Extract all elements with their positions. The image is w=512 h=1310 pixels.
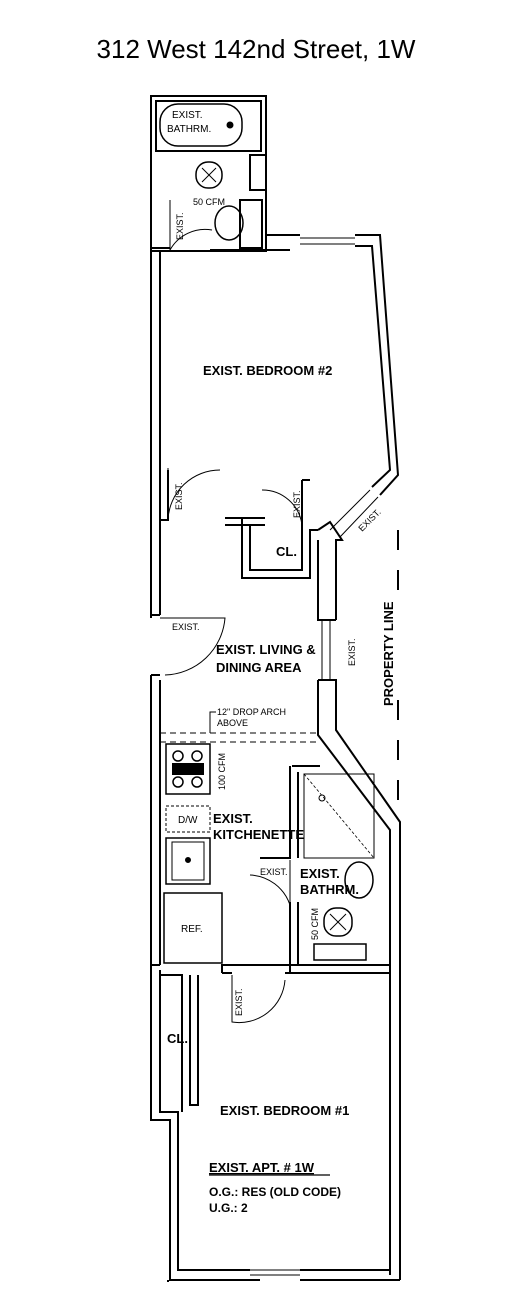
closet-bottom-label: CL.: [167, 1031, 188, 1046]
sink: [165, 837, 211, 885]
bath-top-label-2: BATHRM.: [167, 124, 211, 135]
living-label-2: DINING AREA: [216, 660, 302, 675]
exhaust-fan-top: [195, 161, 223, 189]
wall-top-bath: [150, 95, 267, 252]
exist-window-living-label: EXIST.: [347, 638, 357, 666]
living-label-1: EXIST. LIVING &: [216, 642, 316, 657]
bedroom-2-label: EXIST. BEDROOM #2: [203, 363, 332, 378]
cfm-top-label: 50 CFM: [193, 197, 225, 207]
exist-door-b2-left-label: EXIST.: [174, 482, 184, 510]
bath-2-label-1: EXIST.: [300, 866, 340, 881]
exist-window-bay-label: EXIST.: [356, 507, 383, 534]
kitchenette-label-2: KITCHENETTE: [213, 827, 304, 842]
og-label: O.G.: RES (OLD CODE): [209, 1185, 341, 1199]
dishwasher: [165, 805, 211, 833]
exist-door-top-label: EXIST.: [175, 212, 185, 240]
ref-label: REF.: [181, 924, 203, 935]
closet-top-label: CL.: [276, 544, 297, 559]
drop-arch-label-2: ABOVE: [217, 718, 248, 728]
bedroom-1-label: EXIST. BEDROOM #1: [220, 1103, 349, 1118]
exist-door-b2-cl-label: EXIST.: [292, 490, 302, 518]
bathtub-top: [159, 103, 243, 147]
wall-right-bay: [355, 234, 400, 496]
shower: [303, 773, 375, 859]
wall-right-middle: [317, 520, 344, 620]
property-line-label: PROPERTY LINE: [381, 601, 396, 706]
exist-door-living-label: EXIST.: [172, 622, 200, 632]
apt-label: EXIST. APT. # 1W: [209, 1160, 315, 1175]
exist-door-b1-label: EXIST.: [234, 988, 244, 1016]
refrigerator: [163, 892, 223, 964]
bath-top-label-1: EXIST.: [172, 110, 203, 121]
bath-2-label-2: BATHRM.: [300, 882, 359, 897]
exist-door-bath2-label: EXIST.: [260, 867, 288, 877]
cfm-kitchen-label: 100 CFM: [217, 753, 227, 790]
page-title: 312 West 142nd Street, 1W: [96, 34, 416, 64]
kitchenette-label-1: EXIST.: [213, 811, 253, 826]
cfm-bath2-label: 50 CFM: [310, 908, 320, 940]
ug-label: U.G.: 2: [209, 1201, 248, 1215]
exhaust-fan-bath2: [323, 907, 353, 937]
stove: [165, 743, 211, 795]
dw-label: D/W: [178, 815, 198, 826]
drop-arch-label-1: 12" DROP ARCH: [217, 707, 286, 717]
wall-left-bedroom1: [150, 965, 260, 1281]
